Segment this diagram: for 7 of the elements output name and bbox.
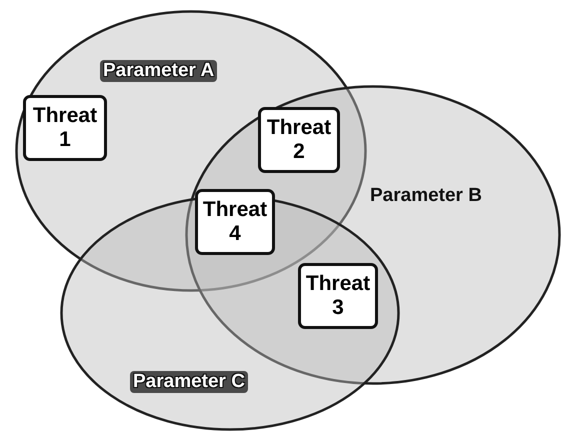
threat-box: Threat 3 xyxy=(298,263,378,329)
set-label: Parameter A xyxy=(100,60,218,82)
threat-box: Threat 1 xyxy=(23,95,107,161)
threat-box: Threat 4 xyxy=(195,189,275,255)
set-label: Parameter C xyxy=(130,371,248,393)
set-label: Parameter B xyxy=(370,185,482,207)
threat-box: Threat 2 xyxy=(258,107,340,173)
